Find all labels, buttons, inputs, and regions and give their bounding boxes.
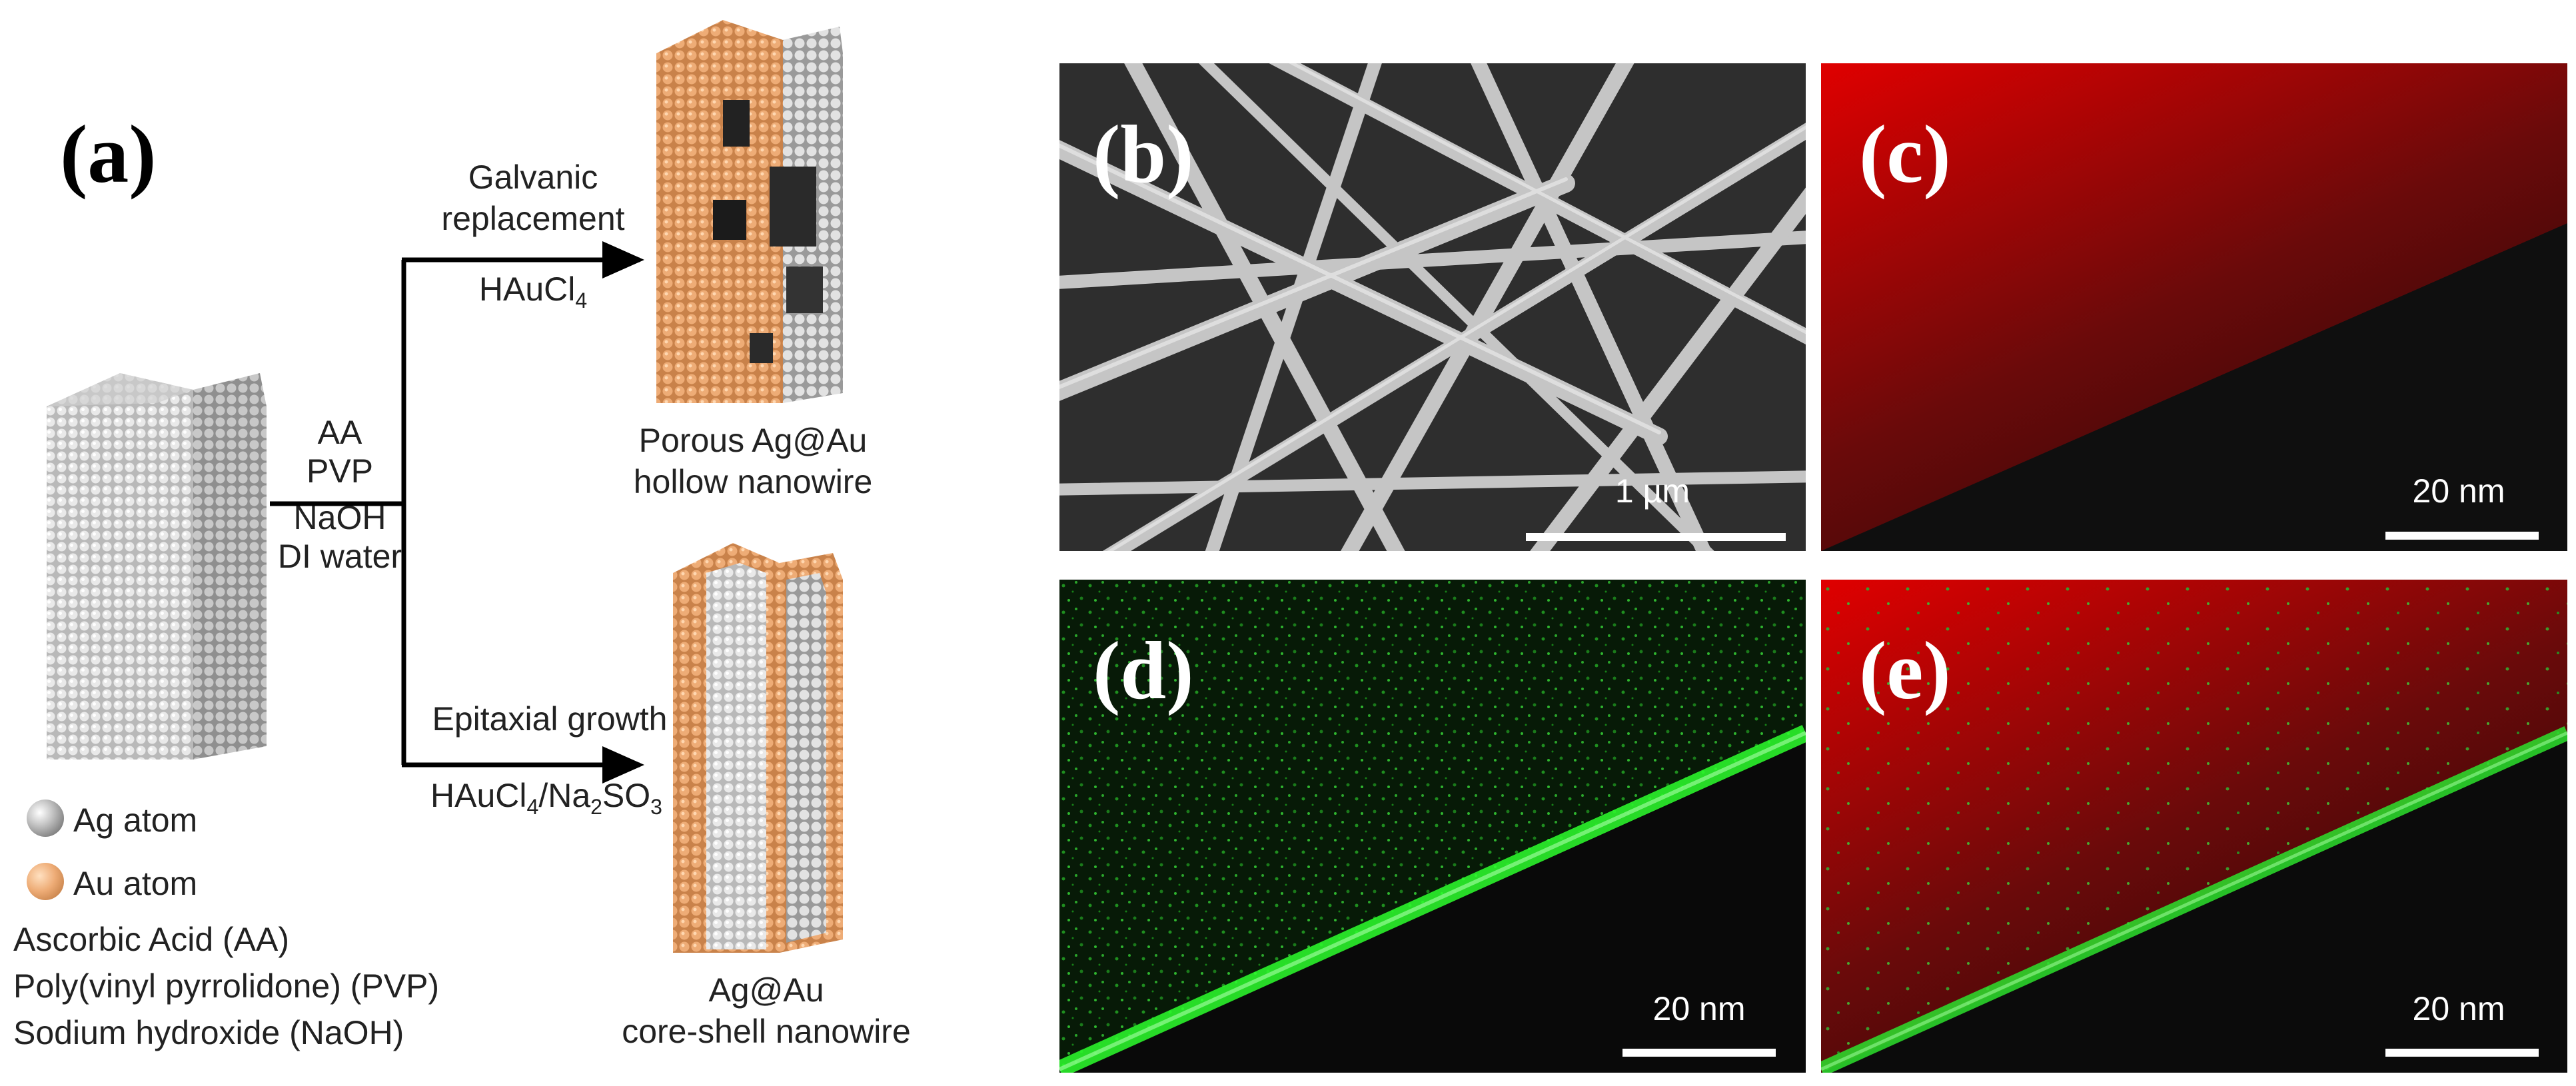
panel-a-label: (a) — [60, 109, 157, 200]
top-branch-reagent: HAuCl4 — [478, 271, 588, 312]
panel-d-scale-bar — [1622, 1049, 1776, 1057]
au-atom-legend-label: Au atom — [73, 865, 198, 902]
top-product-line2: hollow nanowire — [633, 463, 873, 500]
panel-d-label: (d) — [1093, 625, 1194, 716]
bottom-product-line1: Ag@Au — [708, 971, 824, 1009]
panel-e-scale-bar — [2385, 1049, 2539, 1057]
ag-atom-legend-label: Ag atom — [73, 802, 198, 839]
panel-b-scale-label: 1 µm — [1614, 472, 1690, 510]
core-shell-nanowire-illustration — [666, 533, 860, 959]
panel-b-label: (b) — [1093, 109, 1194, 200]
top-branch-line2: replacement — [441, 200, 625, 237]
ag-atom-legend-icon — [27, 800, 64, 837]
panel-c-scale-bar — [2385, 532, 2539, 540]
reagent-di-water: DI water — [277, 538, 402, 575]
bottom-product-line2: core-shell nanowire — [622, 1013, 911, 1050]
abbreviation-pvp: Poly(vinyl pyrrolidone) (PVP) — [13, 967, 440, 1005]
panel-c-scale-label: 20 nm — [2412, 472, 2505, 510]
abbreviation-aa: Ascorbic Acid (AA) — [13, 921, 290, 958]
bottom-branch-reagent: HAuCl4/Na2SO3 — [430, 777, 662, 819]
panel-c-label: (c) — [1859, 109, 1951, 200]
bottom-branch-line1: Epitaxial growth — [432, 700, 668, 738]
ag-nanowire-illustration — [33, 360, 280, 773]
au-atom-legend-icon — [27, 863, 64, 900]
reagent-pvp: PVP — [306, 452, 374, 490]
porous-hollow-nanowire-illustration — [650, 13, 850, 406]
panel-d-scale-label: 20 nm — [1652, 990, 1746, 1027]
reaction-arrows — [270, 241, 644, 784]
panel-b-sem-image — [1059, 63, 1806, 551]
panel-b-scale-bar — [1526, 533, 1786, 541]
top-branch-line1: Galvanic — [468, 159, 598, 196]
panel-e-scale-label: 20 nm — [2412, 990, 2505, 1027]
abbreviation-naoh: Sodium hydroxide (NaOH) — [13, 1014, 404, 1051]
reagent-aa: AA — [317, 414, 362, 451]
panel-c-red-map — [1821, 63, 2567, 551]
panel-e-overlay-map — [1821, 580, 2567, 1073]
panel-e-label: (e) — [1859, 625, 1951, 716]
panel-d-green-map — [1059, 580, 1806, 1073]
top-product-line1: Porous Ag@Au — [638, 422, 868, 459]
